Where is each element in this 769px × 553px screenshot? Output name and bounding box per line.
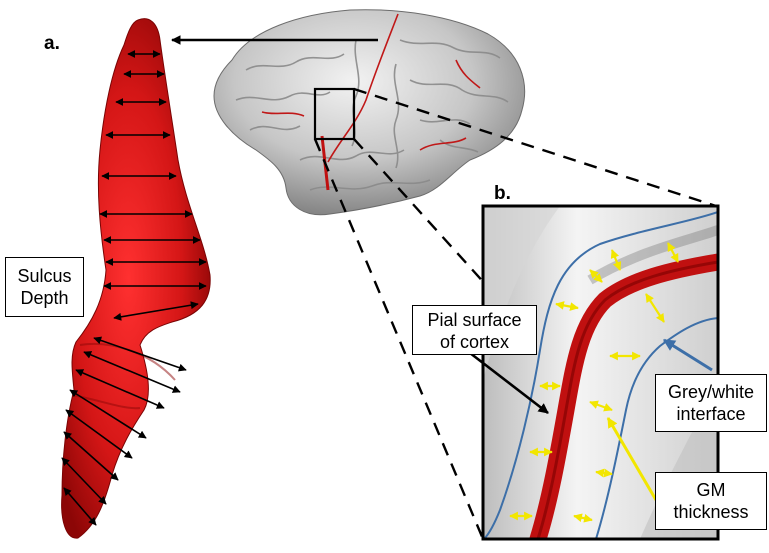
grey-white-interface-label: Grey/white interface — [655, 374, 767, 432]
pial-surface-line-2: of cortex — [413, 331, 536, 353]
grey-white-line-2: interface — [656, 403, 766, 425]
sulcus-depth-label: Sulcus Depth — [5, 257, 84, 317]
panel-a-label: a. — [44, 33, 60, 55]
sulcus-depth-line-2: Depth — [6, 287, 83, 309]
grey-white-line-1: Grey/white — [656, 381, 766, 403]
panel-b-label: b. — [494, 183, 511, 205]
gm-thickness-line-2: thickness — [656, 501, 766, 523]
pial-surface-line-1: Pial surface — [413, 309, 536, 331]
gm-thickness-line-1: GM — [656, 479, 766, 501]
gm-thickness-label: GM thickness — [655, 472, 767, 530]
pial-surface-label: Pial surface of cortex — [412, 305, 537, 355]
sulcus-depth-line-1: Sulcus — [6, 265, 83, 287]
